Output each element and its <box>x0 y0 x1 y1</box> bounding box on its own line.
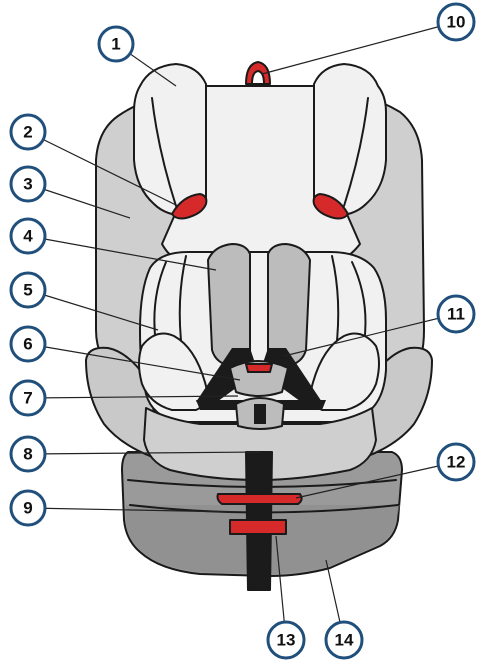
callout-10: 10 <box>438 4 474 40</box>
callout-14: 14 <box>326 622 362 658</box>
callout-3-label: 3 <box>23 175 32 194</box>
callout-6: 6 <box>11 327 45 361</box>
callout-7: 7 <box>11 381 45 415</box>
callout-13: 13 <box>268 622 304 658</box>
callout-3: 3 <box>11 167 45 201</box>
callout-4: 4 <box>11 219 45 253</box>
headrest-wing-right <box>314 64 386 216</box>
callout-11-label: 11 <box>447 305 465 324</box>
chest-clip-red <box>246 364 272 372</box>
callout-7-label: 7 <box>23 389 32 408</box>
callout-9: 9 <box>11 491 45 525</box>
harness-adjuster-button <box>230 520 286 534</box>
recline-bar <box>218 494 302 504</box>
shoulder-pad-left <box>208 244 250 366</box>
callout-2: 2 <box>11 115 45 149</box>
callout-12: 12 <box>438 444 474 480</box>
callout-1-label: 1 <box>111 35 120 54</box>
callout-10-label: 10 <box>447 13 466 32</box>
headrest-wing-left <box>134 64 206 216</box>
callout-9-label: 9 <box>23 499 32 518</box>
callout-5: 5 <box>11 273 45 307</box>
callout-8-label: 8 <box>23 445 32 464</box>
callout-11: 11 <box>438 296 474 332</box>
callout-6-label: 6 <box>23 335 32 354</box>
callout-8: 8 <box>11 437 45 471</box>
callout-12-label: 12 <box>447 453 466 472</box>
callout-13-label: 13 <box>277 631 296 650</box>
shoulder-pad-right <box>268 244 310 366</box>
callout-14-label: 14 <box>335 631 354 650</box>
callout-4-label: 4 <box>23 227 33 246</box>
callout-5-label: 5 <box>23 281 32 300</box>
callout-2-label: 2 <box>23 123 32 142</box>
callout-1: 1 <box>99 27 133 61</box>
